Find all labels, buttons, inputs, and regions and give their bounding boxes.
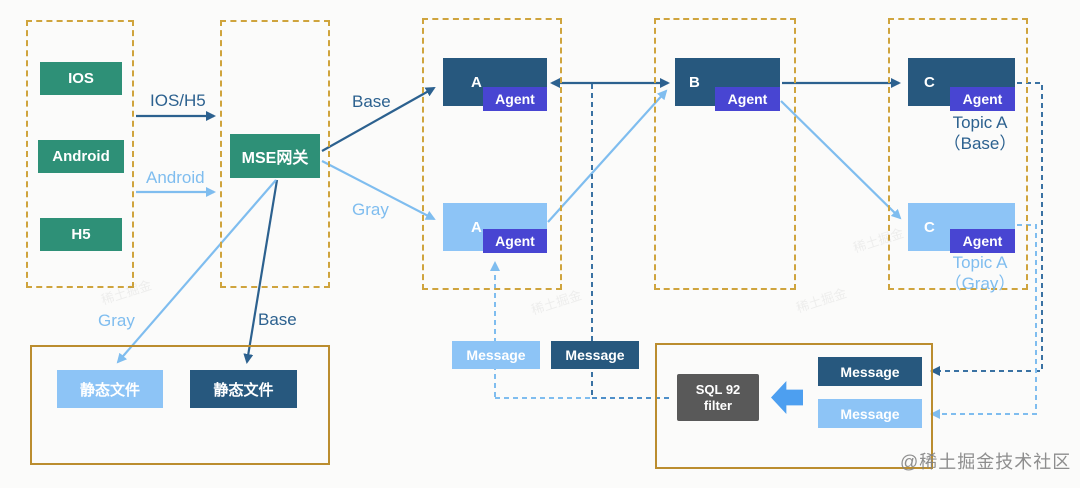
message-gray-node: Message xyxy=(452,341,540,369)
arrow-gateway-gray-to-static xyxy=(116,179,277,364)
client-android-label: Android xyxy=(52,148,110,165)
service-c-base-agent-badge: Agent xyxy=(950,87,1015,111)
message-gray-label: Message xyxy=(466,347,526,363)
service-c-gray-letter: C xyxy=(924,219,935,236)
message-consumer-group-frame xyxy=(655,343,933,469)
static-file-base-node: 静态文件 xyxy=(190,370,297,408)
arrow-gateway-base-to-service-a xyxy=(321,87,436,152)
static-file-gray-label: 静态文件 xyxy=(79,381,140,399)
service-c-group-frame xyxy=(888,18,1028,290)
sql-filter-line1: SQL 92 xyxy=(695,381,741,397)
message-gray-right-node: Message xyxy=(818,399,922,428)
agent-label: Agent xyxy=(495,233,535,249)
client-node-ios: IOS xyxy=(40,62,122,95)
topic-a-base-line1: Topic A xyxy=(952,113,1008,132)
message-base-right-node: Message xyxy=(818,357,922,386)
arrow-service-a-gray-to-b xyxy=(547,89,668,223)
client-ios-label: IOS xyxy=(68,70,94,87)
sql-filter-line2: filter xyxy=(703,397,733,413)
topic-a-gray-line2: （Gray） xyxy=(944,274,1016,293)
agent-label: Agent xyxy=(727,91,768,107)
arrow-service-b-to-c-gray xyxy=(780,100,902,220)
static-files-group-frame xyxy=(30,345,330,465)
service-a-base-letter: A xyxy=(471,74,482,91)
agent-label: Agent xyxy=(495,91,535,107)
mse-gateway-label: MSE网关 xyxy=(241,150,309,167)
service-b-group-frame xyxy=(654,18,796,290)
edge-label-gray-static: Gray xyxy=(98,311,135,330)
service-c-gray-agent-badge: Agent xyxy=(950,229,1015,253)
edge-label-base-static: Base xyxy=(258,310,297,329)
client-node-android: Android xyxy=(38,140,124,173)
agent-label: Agent xyxy=(962,91,1003,107)
edge-label-base-service: Base xyxy=(352,92,391,111)
clients-group-frame xyxy=(26,20,134,288)
topic-a-base-line2: （Base） xyxy=(943,134,1017,153)
topic-a-gray-line1: Topic A xyxy=(952,253,1008,272)
topic-a-base-label: Topic A （Base） xyxy=(930,112,1030,154)
client-h5-label: H5 xyxy=(71,226,91,243)
static-file-gray-node: 静态文件 xyxy=(57,370,163,408)
service-a-gray-agent-badge: Agent xyxy=(483,229,547,253)
dashed-line-c-base-to-message xyxy=(930,82,1043,376)
edge-label-gray-service: Gray xyxy=(352,200,389,219)
message-base-node: Message xyxy=(551,341,639,369)
arrow-gateway-gray-to-service-a xyxy=(321,160,436,220)
service-b-letter: B xyxy=(689,74,700,91)
agent-label: Agent xyxy=(962,233,1003,249)
service-a-gray-letter: A xyxy=(471,219,482,236)
edge-label-android: Android xyxy=(146,168,205,187)
static-file-base-label: 静态文件 xyxy=(213,381,274,399)
service-c-base-letter: C xyxy=(924,74,935,91)
sql-92-filter-node: SQL 92 filter xyxy=(677,374,759,421)
service-a-group-frame xyxy=(422,18,562,290)
message-base-label: Message xyxy=(565,347,625,363)
arrow-gateway-base-to-static xyxy=(243,179,279,364)
topic-a-gray-label: Topic A （Gray） xyxy=(930,252,1030,294)
gateway-group-frame xyxy=(220,20,330,288)
service-a-base-agent-badge: Agent xyxy=(483,87,547,111)
mse-gateway-node: MSE网关 xyxy=(230,134,320,178)
client-node-h5: H5 xyxy=(40,218,122,251)
message-gray-right-label: Message xyxy=(840,405,900,422)
community-watermark: @稀土掘金技术社区 xyxy=(900,452,1072,472)
message-base-right-label: Message xyxy=(840,363,900,380)
service-b-agent-badge: Agent xyxy=(715,87,780,111)
edge-label-ios-h5: IOS/H5 xyxy=(150,91,206,110)
